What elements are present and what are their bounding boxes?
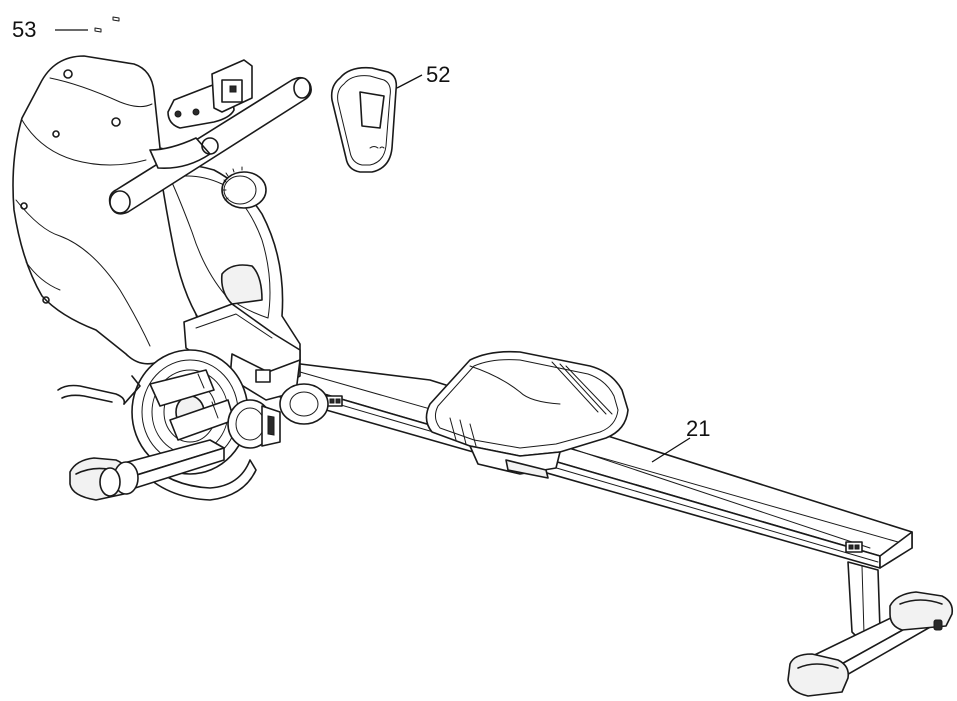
callout-21: 21 [686,416,710,441]
seat [425,350,629,479]
footrest-assembly [57,303,329,501]
part-53-screws [55,16,120,33]
callout-53: 53 [12,17,36,42]
part-21-rail [255,359,913,569]
main-housing [12,55,312,369]
callout-52: 52 [426,62,450,87]
rear-stabilizer [787,561,954,697]
part-52-console [330,66,423,173]
